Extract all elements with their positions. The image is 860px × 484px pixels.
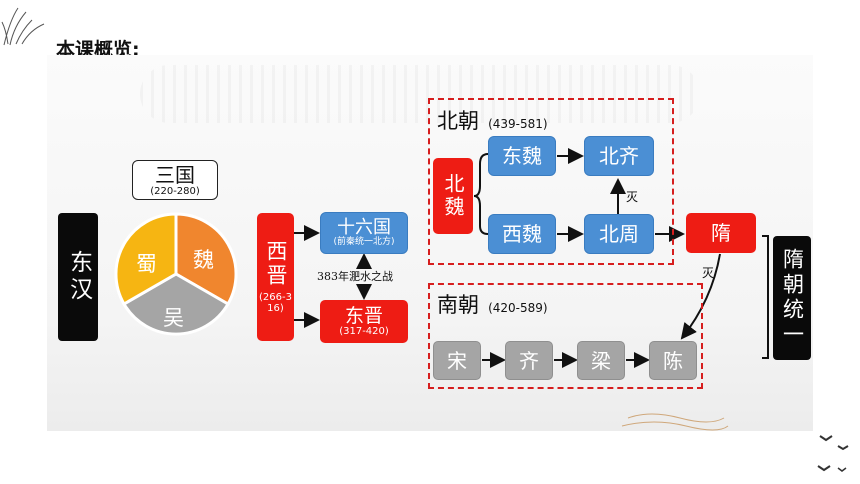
sanguo-pie-chart xyxy=(114,212,238,336)
ink-grass-decoration xyxy=(1,7,45,46)
node-beiwei: 北魏 xyxy=(433,158,473,234)
node-shiliuguo: 十六国 (前秦统一北方) xyxy=(320,212,408,254)
node-song: 宋 xyxy=(433,341,481,380)
pie-label-wei: 魏 xyxy=(193,248,214,272)
pie-label-shu: 蜀 xyxy=(136,252,157,276)
node-xiwei: 西魏 xyxy=(488,214,556,254)
beichao-group xyxy=(428,98,674,265)
wave-decoration xyxy=(621,413,729,431)
node-donghan: 东汉 xyxy=(58,213,98,341)
node-sui: 隋 xyxy=(686,213,756,253)
mie-label-beizhou: 灭 xyxy=(626,190,639,204)
node-sanguo: 三国 (220-280) xyxy=(132,160,218,200)
node-chen: 陈 xyxy=(649,341,697,380)
battle-label: 383年淝水之战 xyxy=(317,270,393,283)
pie-label-wu: 吴 xyxy=(163,306,184,330)
mie-label-sui: 灭 xyxy=(702,266,715,280)
bird-flock-decoration xyxy=(817,435,849,472)
node-beiqi: 北齐 xyxy=(584,136,654,176)
node-qi: 齐 xyxy=(505,341,553,380)
node-sui-unify: 隋朝统一 xyxy=(773,236,811,360)
node-dongjin: 东晋 (317-420) xyxy=(320,300,408,343)
node-dongwei: 东魏 xyxy=(488,136,556,176)
nanchao-group xyxy=(428,283,703,389)
node-liang: 梁 xyxy=(577,341,625,380)
ink-brush-background xyxy=(140,65,700,123)
beichao-title: 北朝 (439-581) xyxy=(437,109,548,133)
nanchao-title: 南朝 (420-589) xyxy=(437,293,548,317)
node-xijin: 西晋 (266-316) xyxy=(257,213,294,341)
node-beizhou: 北周 xyxy=(584,214,654,254)
